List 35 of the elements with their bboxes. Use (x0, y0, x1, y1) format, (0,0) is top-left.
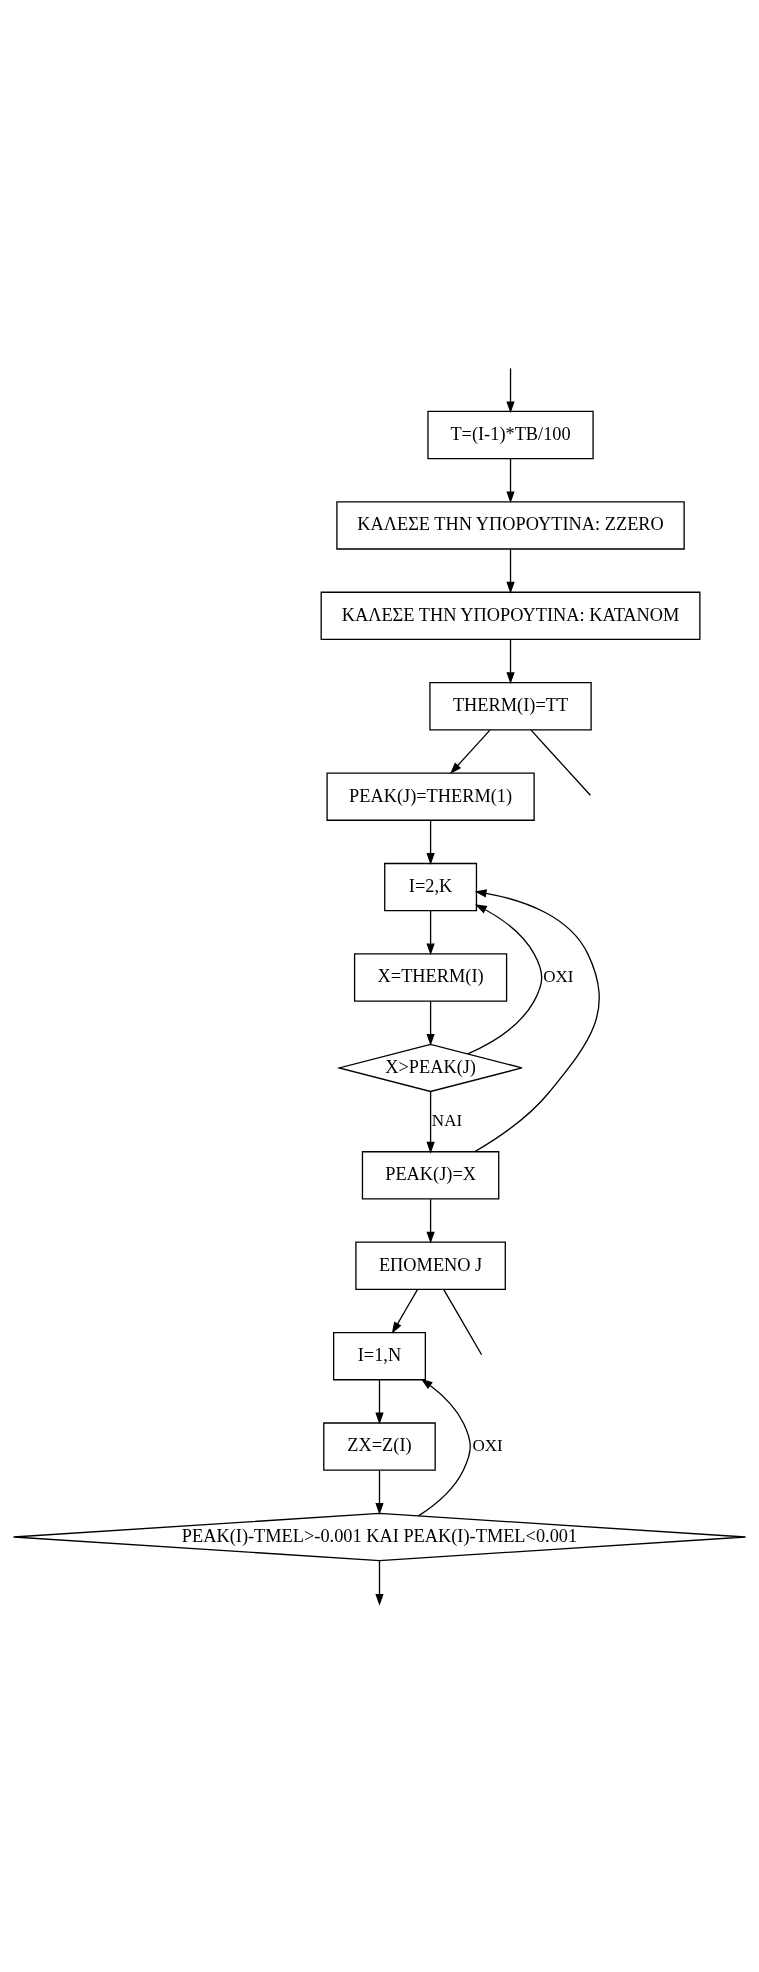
node-box: ΚΑΛΕΣΕ ΤΗΝ ΥΠΟΡΟΥΤΙΝΑ: KATANOM (320, 591, 701, 641)
arrow (375, 1379, 384, 1425)
arrow (467, 904, 543, 1055)
arrow (391, 1289, 419, 1334)
node-box: ΚΑΛΕΣΕ ΤΗΝ ΥΠΟΡΟΥΤΙΝΑ: ZZERO (336, 501, 685, 550)
node-box: ZX=Z(I) (323, 1422, 436, 1471)
node-box: PEAK(J)=X (361, 1151, 500, 1200)
arrow (426, 1091, 435, 1154)
node-box: I=2,K (384, 862, 478, 912)
arrow (426, 1198, 435, 1244)
edge-label: ΝΑΙ (431, 1111, 463, 1131)
node-box: ΕΠΟΜΕΝΟ J (355, 1241, 506, 1290)
node-box: I=1,N (332, 1331, 426, 1381)
node-diamond: X>PEAK(J) (338, 1043, 523, 1093)
node-box: PEAK(J)=THERM(1) (326, 772, 535, 821)
node-diamond: PEAK(I)-TMEL>-0.001 ΚΑΙ PEAK(I)-TMEL<0.001 (12, 1512, 747, 1562)
arrow (506, 548, 515, 594)
node-box: T=(I-1)*TB/100 (427, 410, 594, 460)
arrow (506, 458, 515, 504)
arrow (426, 819, 435, 865)
connector (443, 1289, 483, 1356)
arrow (506, 639, 515, 685)
edge-label: ΟΧΙ (472, 1436, 503, 1456)
arrow (450, 729, 491, 774)
connector (530, 729, 591, 796)
arrow (426, 1000, 435, 1046)
node-box: THERM(I)=TT (429, 682, 592, 731)
arrow (375, 1560, 384, 1606)
node-box: X=THERM(I) (353, 953, 508, 1002)
arrow (506, 367, 515, 414)
arrow (375, 1469, 384, 1515)
arrow (417, 1378, 471, 1517)
edge-label: ΟΧΙ (543, 966, 574, 986)
arrow (426, 910, 435, 956)
arrow (474, 889, 600, 1153)
